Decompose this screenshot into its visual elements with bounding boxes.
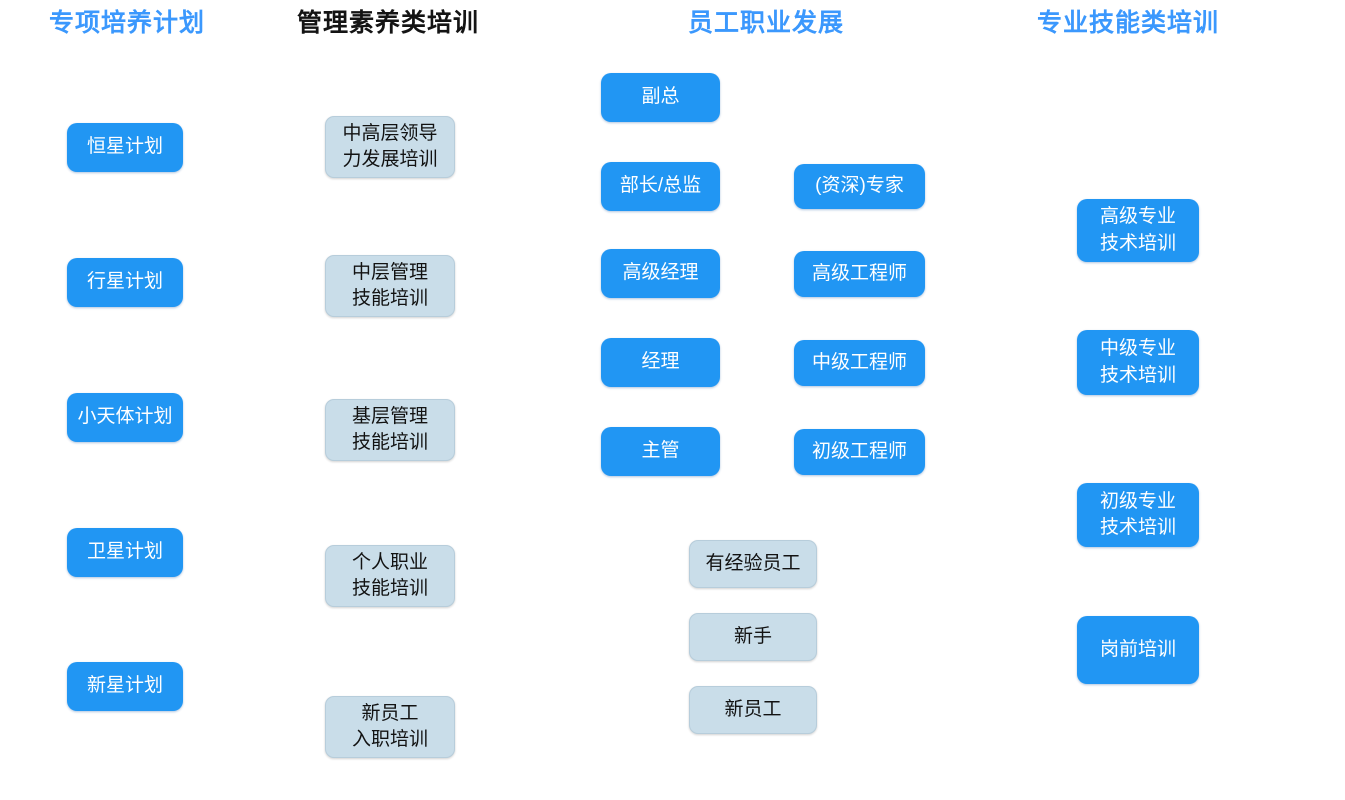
column-title-career-development: 员工职业发展 — [687, 9, 844, 37]
box-manager: 经理 — [601, 338, 720, 387]
box-middle-mgmt-training: 中层管理 技能培训 — [325, 255, 455, 317]
column-title-management-training: 管理素养类培训 — [296, 9, 479, 37]
box-grassroots-mgmt-training: 基层管理 技能培训 — [325, 399, 455, 461]
column-title-skill-training: 专业技能类培训 — [1036, 9, 1219, 37]
box-senior-expert: (资深)专家 — [794, 164, 925, 209]
box-senior-engineer: 高级工程师 — [794, 251, 925, 297]
box-planet-plan: 行星计划 — [67, 258, 183, 307]
box-junior-engineer: 初级工程师 — [794, 429, 925, 475]
box-star-plan: 恒星计划 — [67, 123, 183, 172]
box-onboarding-training: 新员工 入职培训 — [325, 696, 455, 758]
box-junior-tech-training: 初级专业 技术培训 — [1077, 483, 1199, 547]
box-vice-president: 副总 — [601, 73, 720, 122]
box-supervisor: 主管 — [601, 427, 720, 476]
box-new-employee: 新员工 — [689, 686, 817, 734]
box-mid-engineer: 中级工程师 — [794, 340, 925, 386]
box-personal-skill-training: 个人职业 技能培训 — [325, 545, 455, 607]
box-novice: 新手 — [689, 613, 817, 661]
box-senior-leadership-training: 中高层领导 力发展培训 — [325, 116, 455, 178]
box-senior-manager: 高级经理 — [601, 249, 720, 298]
box-pre-job-training: 岗前培训 — [1077, 616, 1199, 684]
box-director: 部长/总监 — [601, 162, 720, 211]
column-title-special-programs: 专项培养计划 — [48, 9, 205, 37]
box-nova-plan: 新星计划 — [67, 662, 183, 711]
box-satellite-plan: 卫星计划 — [67, 528, 183, 577]
box-mid-tech-training: 中级专业 技术培训 — [1077, 330, 1199, 395]
box-senior-tech-training: 高级专业 技术培训 — [1077, 199, 1199, 262]
box-minor-body-plan: 小天体计划 — [67, 393, 183, 442]
box-experienced-staff: 有经验员工 — [689, 540, 817, 588]
